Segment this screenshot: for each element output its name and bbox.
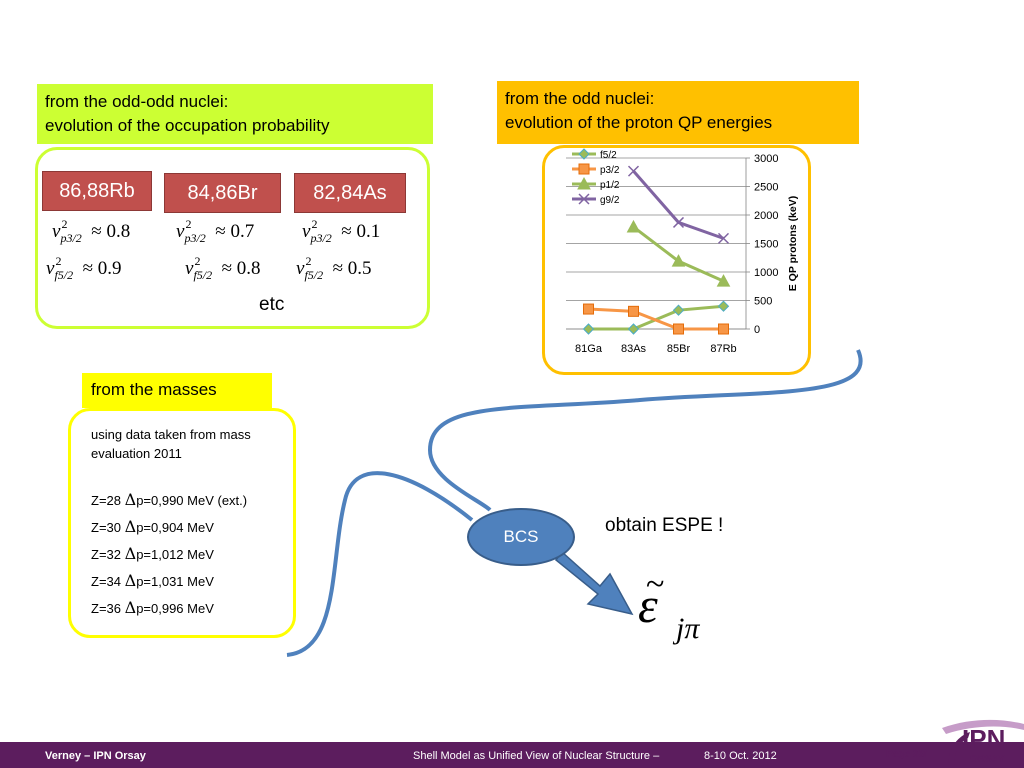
y-tick-label: 0 [754, 324, 760, 336]
series-f5-2-point [627, 323, 640, 335]
ipn-logo-text: IPN [962, 724, 1006, 754]
series-p1-2-point [716, 274, 731, 287]
series-p3-2-line [588, 307, 724, 331]
etc-text: etc [259, 294, 285, 315]
page-number: Page 33/ [886, 749, 927, 760]
series-g9-2-point [672, 216, 685, 228]
espe-subscript: jπ [676, 612, 700, 645]
legend-g9-2-label: g9/2 [600, 195, 620, 206]
espe-tilde: ~ [646, 566, 665, 603]
odd-odd-label-line2: evolution of the occupation probability [45, 116, 330, 135]
espe-symbol: ~ ε jπ [634, 566, 744, 652]
masses-intro-line1: using data taken from mass [91, 427, 251, 442]
series-p1-2-point [626, 219, 641, 233]
formula-as-f52: v2f5/2 ≈ 0.5 [296, 254, 372, 282]
y-axis-label: E QP protons (keV) [787, 196, 799, 292]
legend-p3-2-point [578, 163, 590, 175]
bcs-ellipse: BCS [467, 508, 575, 566]
formula-br-f52: v2f5/2 ≈ 0.8 [185, 254, 261, 282]
legend-f5-2-label: f5/2 [600, 150, 617, 161]
badge-as: 82,84As [294, 173, 406, 213]
espe-epsilon: ε [638, 577, 658, 633]
x-tick-label: 87Rb [710, 343, 736, 355]
legend-f5-2-point [578, 148, 590, 160]
footer-date: 8-10 Oct. 2012 [704, 750, 777, 762]
odd-label: from the odd nuclei: evolution of the pr… [497, 81, 859, 144]
legend-p3-2-label: p3/2 [600, 165, 620, 176]
odd-label-line1: from the odd nuclei: [505, 89, 655, 108]
series-p3-2-point [718, 323, 729, 335]
formula-rb-p32: v2p3/2 ≈ 0.8 [52, 217, 131, 245]
legend-p1-2-point [577, 176, 591, 190]
masses-label: from the masses [82, 373, 272, 408]
bcs-label: BCS [503, 527, 539, 546]
y-tick-label: 3000 [754, 153, 778, 165]
badge-rb: 86,88Rb [42, 171, 152, 211]
series-f5-2-point [672, 304, 685, 316]
odd-label-line2: evolution of the proton QP energies [505, 113, 773, 132]
qp-energy-chart: 0 500 1000 1500 2000 2500 3000 81Ga 83As 85Br 87Rb… [566, 148, 799, 355]
y-tick-label: 1500 [754, 239, 778, 251]
series-g9-2-point [627, 165, 640, 177]
series-p1-2-point [671, 254, 686, 267]
series-g9-2-line [632, 170, 725, 240]
series-p3-2-point [673, 323, 684, 335]
mass-row-z36: Z=36 Δp=0,996 MeV [91, 598, 214, 617]
legend-p1-2-label: p1/2 [600, 180, 620, 191]
ipn-logo-mark-icon [942, 719, 1024, 766]
legend-g9-2-point [578, 193, 590, 205]
masses-panel [68, 408, 296, 638]
y-tick-label: 2500 [754, 182, 778, 194]
footer-author: Verney – IPN Orsay [45, 750, 146, 762]
y-tick-label: 500 [754, 296, 772, 308]
footer-bar: Verney – IPN Orsay Shell Model as Unifie… [0, 742, 1024, 768]
bcs-arrow [554, 550, 634, 616]
ipn-logo-sub: ORSAY [970, 754, 1005, 765]
series-p3-2-point [628, 305, 639, 317]
formula-br-p32: v2p3/2 ≈ 0.7 [176, 217, 255, 245]
x-tick-label: 83As [621, 343, 647, 355]
masses-intro-line2: evaluation 2011 [91, 446, 182, 461]
mass-row-z34: Z=34 Δp=1,031 MeV [91, 571, 214, 590]
x-tick-label: 81Ga [575, 343, 603, 355]
y-tick-label: 1000 [754, 267, 778, 279]
y-tick-label: 2000 [754, 210, 778, 222]
badge-br: 84,86Br [164, 173, 281, 213]
series-f5-2-point [582, 323, 595, 335]
obtain-espe-text: obtain ESPE ! [605, 515, 724, 536]
x-tick-label: 85Br [667, 343, 691, 355]
odd-odd-label: from the odd-odd nuclei: evolution of th… [37, 84, 433, 144]
odd-odd-label-line1: from the odd-odd nuclei: [45, 92, 229, 111]
masses-intro: using data taken from mass evaluation 20… [91, 425, 251, 463]
mass-row-z30: Z=30 Δp=0,904 MeV [91, 517, 214, 536]
ipn-logo: IPN ORSAY [940, 718, 1024, 768]
mass-row-z32: Z=32 Δp=1,012 MeV [91, 544, 214, 563]
series-p3-2-point [583, 303, 594, 315]
series-f5-2-point [717, 300, 730, 312]
mass-row-z28: Z=28 Δp=0,990 MeV (ext.) [91, 490, 248, 509]
formula-rb-f52: v2f5/2 ≈ 0.9 [46, 254, 122, 282]
footer-title: Shell Model as Unified View of Nuclear S… [413, 750, 660, 762]
formula-as-p32: v2p3/2 ≈ 0.1 [302, 217, 381, 245]
series-g9-2-point [717, 232, 730, 244]
